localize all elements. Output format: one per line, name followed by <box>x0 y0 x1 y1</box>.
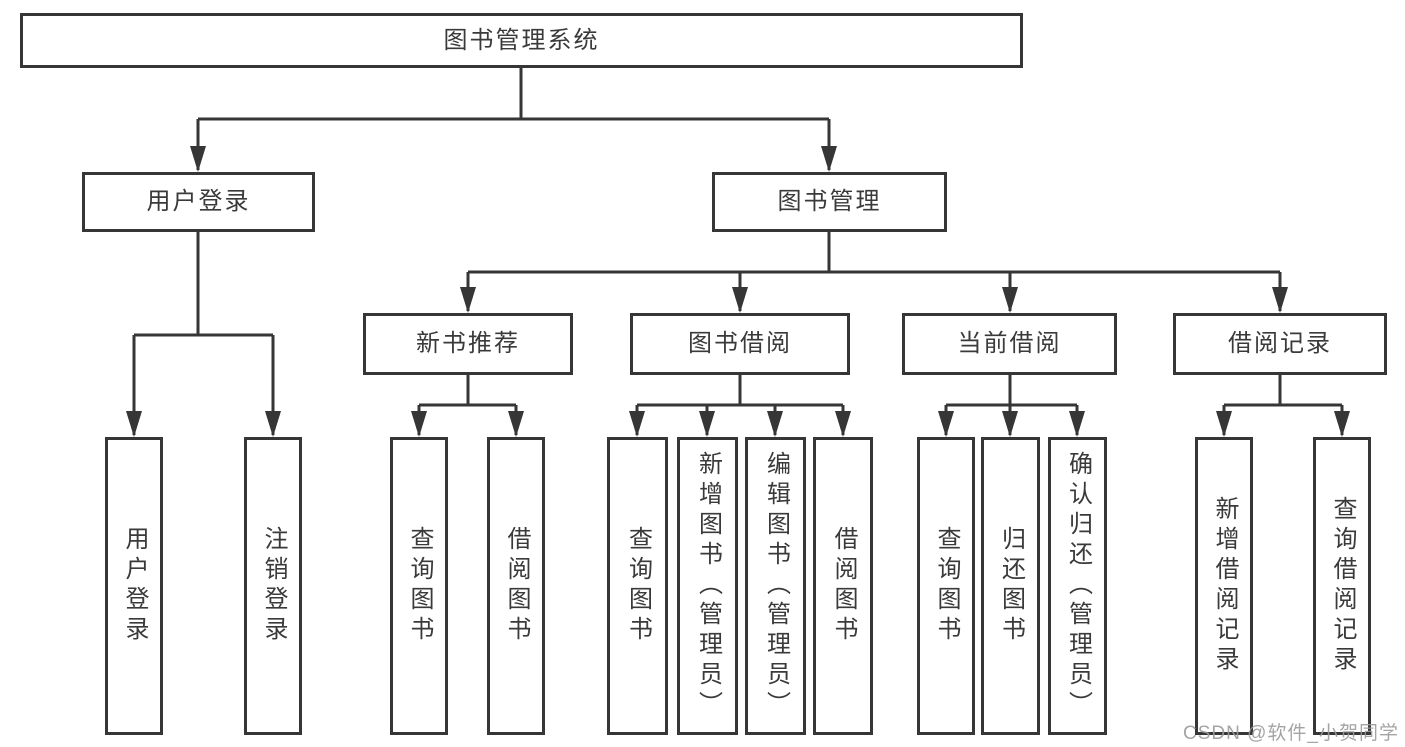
arrowhead <box>411 411 427 437</box>
arrowhead <box>508 411 524 437</box>
arrowhead <box>1272 287 1288 313</box>
arrowhead <box>821 146 837 172</box>
node-book-borrowing: 图书借阅 <box>630 313 850 375</box>
leaf-borrow-books-borrowing: 借阅图书 <box>813 437 873 735</box>
node-user-login: 用户登录 <box>82 172 315 232</box>
connector-borrow-record-to-leaves <box>1222 375 1344 435</box>
node-new-book-recommendation: 新书推荐 <box>363 313 573 375</box>
leaf-query-books-current: 查询图书 <box>917 437 975 735</box>
arrowhead <box>1002 287 1018 313</box>
node-book-management: 图书管理 <box>712 172 947 232</box>
arrowhead <box>1216 411 1232 437</box>
leaf-return-books: 归还图书 <box>981 437 1040 735</box>
arrowhead <box>1334 411 1350 437</box>
leaf-borrow-books-newbook: 借阅图书 <box>487 437 545 735</box>
arrowhead <box>1069 411 1085 437</box>
leaf-user-login: 用户登录 <box>105 437 163 735</box>
arrowhead <box>767 411 783 437</box>
node-library-management-system: 图书管理系统 <box>20 13 1023 68</box>
arrowhead <box>699 411 715 437</box>
leaf-confirm-return-admin: 确认归还（管理员） <box>1048 437 1107 735</box>
arrowhead <box>835 411 851 437</box>
csdn-watermark: CSDN @软件_小贺同学 <box>1183 723 1399 744</box>
arrowhead <box>938 411 954 437</box>
connector-book-mgmt-to-level3 <box>466 232 1282 311</box>
leaf-edit-books-admin: 编辑图书（管理员） <box>745 437 806 735</box>
leaf-query-books-newbook: 查询图书 <box>390 437 448 735</box>
connector-user-login-to-leaves <box>132 232 275 435</box>
arrowhead <box>629 411 645 437</box>
leaf-logout: 注销登录 <box>244 437 302 735</box>
node-borrowing-records: 借阅记录 <box>1173 313 1387 375</box>
arrowhead <box>265 411 281 437</box>
arrowhead <box>1002 411 1018 437</box>
arrowhead <box>460 287 476 313</box>
node-current-borrowing: 当前借阅 <box>902 313 1117 375</box>
connector-root-to-level2 <box>196 68 831 170</box>
arrowhead <box>190 146 206 172</box>
connector-book-borrow-to-leaves <box>635 375 845 435</box>
arrowhead <box>126 411 142 437</box>
connector-new-book-to-leaves <box>417 375 518 435</box>
leaf-query-books-borrowing: 查询图书 <box>607 437 668 735</box>
arrowhead <box>732 287 748 313</box>
leaf-add-books-admin: 新增图书（管理员） <box>677 437 738 735</box>
leaf-query-borrowing-record: 查询借阅记录 <box>1313 437 1371 735</box>
leaf-add-borrowing-record: 新增借阅记录 <box>1195 437 1253 735</box>
